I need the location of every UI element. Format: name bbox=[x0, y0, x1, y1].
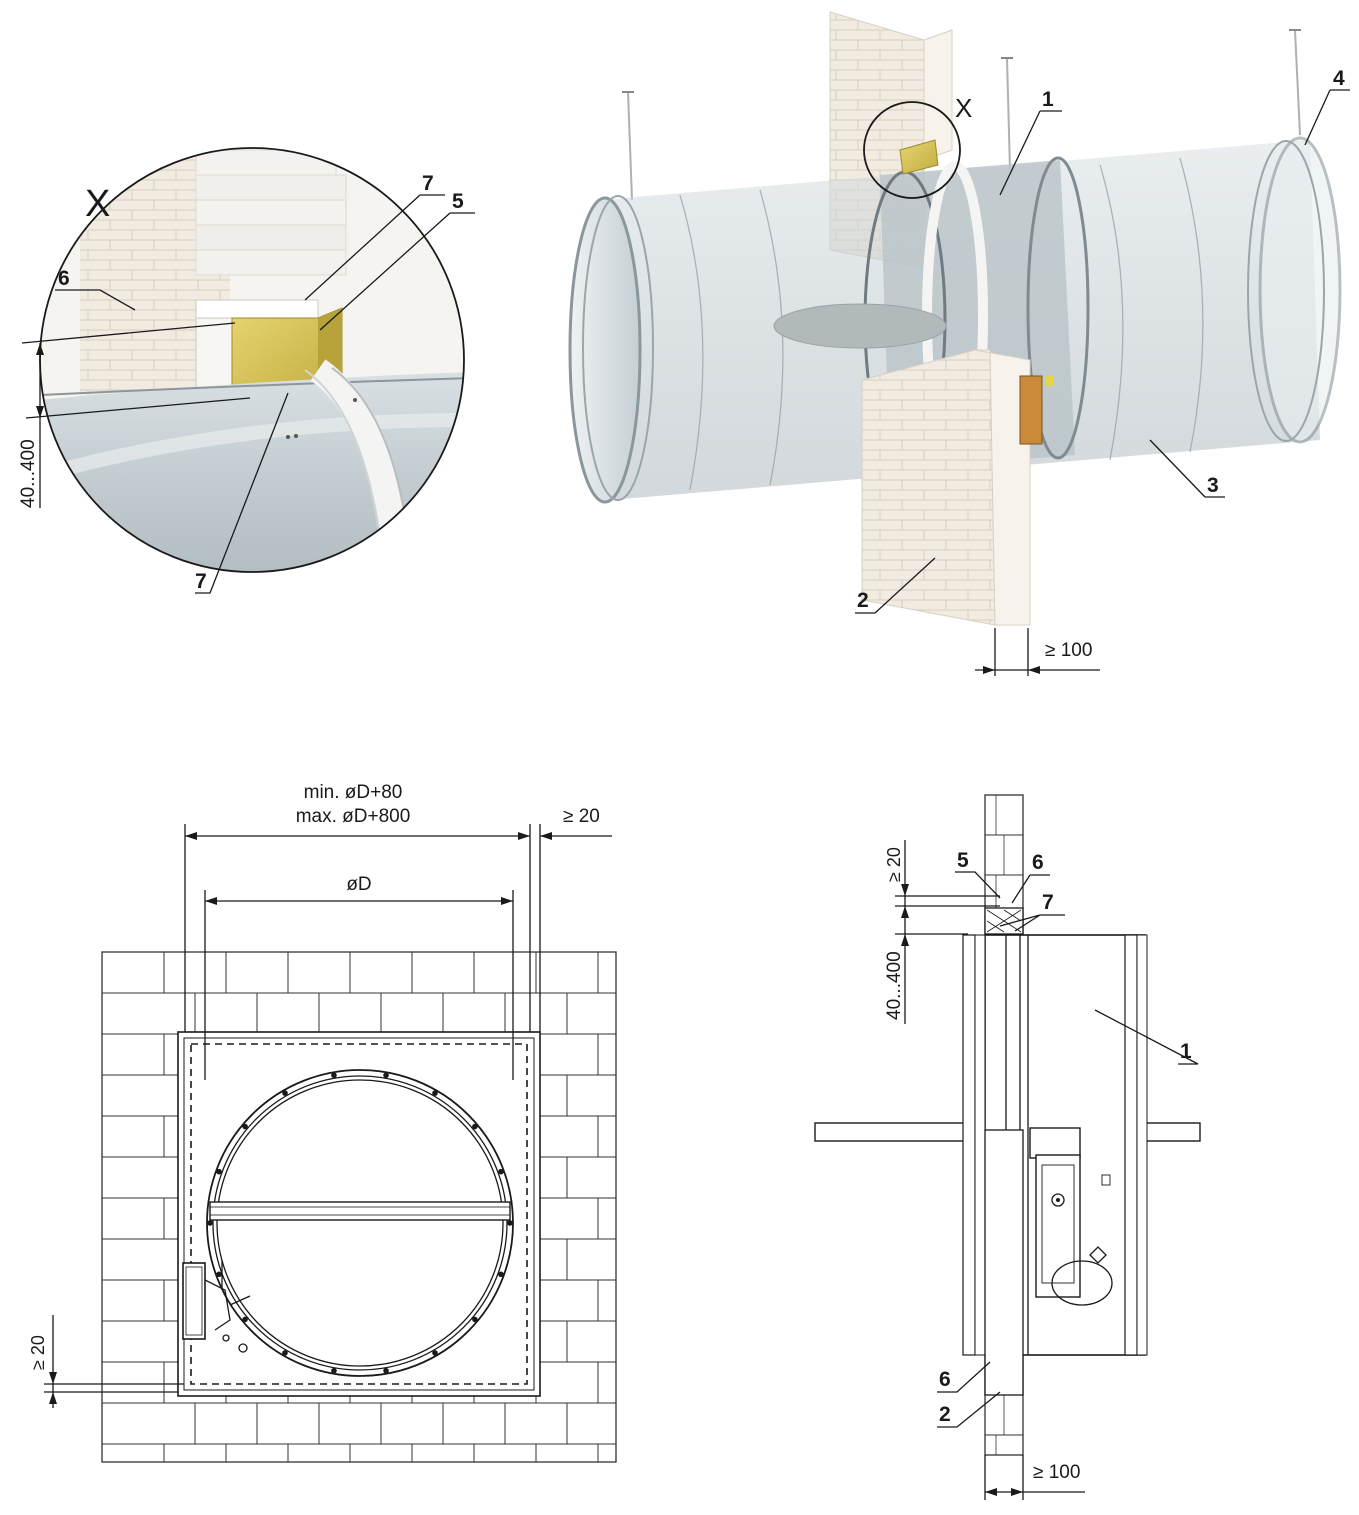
label-2-iso: 2 bbox=[857, 589, 869, 612]
bolt bbox=[432, 1090, 438, 1096]
detail-marker: X bbox=[955, 93, 972, 123]
front-view: min. øD+80 max. øD+800 ≥ 20 øD ≥ 20 bbox=[28, 782, 617, 1463]
bolt bbox=[432, 1350, 438, 1356]
bolt bbox=[383, 1367, 389, 1374]
flange-bolts bbox=[207, 1072, 513, 1374]
bolt bbox=[282, 1350, 288, 1356]
bolt bbox=[472, 1316, 478, 1323]
detail-title: X bbox=[85, 183, 110, 225]
bolt bbox=[331, 1072, 337, 1079]
bolt bbox=[216, 1271, 222, 1278]
dim-diameter: øD bbox=[346, 874, 371, 895]
label-4: 4 bbox=[1333, 67, 1345, 90]
side-label-6-top: 6 bbox=[1032, 851, 1044, 874]
label-7-bottom: 7 bbox=[195, 570, 207, 593]
bolt bbox=[498, 1168, 504, 1175]
isometric-view: X 1 4 3 2 ≥ 100 bbox=[568, 11, 1350, 676]
side-label-5: 5 bbox=[957, 849, 969, 872]
side-label-2: 2 bbox=[939, 1403, 951, 1426]
bolt bbox=[242, 1123, 248, 1130]
bolt bbox=[498, 1271, 504, 1278]
label-3: 3 bbox=[1207, 474, 1219, 497]
label-5: 5 bbox=[452, 190, 464, 213]
bolt bbox=[282, 1090, 288, 1096]
side-dim-top-gap: ≥ 20 bbox=[884, 847, 904, 882]
side-label-7: 7 bbox=[1042, 891, 1054, 914]
dim-min: min. øD+80 bbox=[304, 782, 403, 803]
bolt bbox=[507, 1220, 513, 1226]
detail-x-view: X 6 7 5 7 40...400 bbox=[18, 147, 475, 594]
bolt bbox=[216, 1168, 222, 1175]
side-dim-opening: 40...400 bbox=[884, 951, 905, 1020]
bolt bbox=[383, 1072, 389, 1079]
side-label-1: 1 bbox=[1180, 1040, 1192, 1063]
side-view: ≥ 20 40...400 5 6 7 1 6 2 ≥ 100 bbox=[814, 794, 1201, 1500]
bolt bbox=[207, 1220, 213, 1226]
label-6: 6 bbox=[58, 267, 70, 290]
bolt bbox=[242, 1316, 248, 1323]
dim-max: max. øD+800 bbox=[296, 806, 411, 827]
side-dimension-wall: ≥ 100 bbox=[1033, 1462, 1080, 1483]
label-1-iso: 1 bbox=[1042, 88, 1054, 111]
dim-gap-bottom: ≥ 20 bbox=[28, 1335, 48, 1370]
detail-dimension: 40...400 bbox=[18, 439, 39, 508]
iso-dimension: ≥ 100 bbox=[1045, 640, 1092, 661]
label-7-top: 7 bbox=[422, 172, 434, 195]
bolt bbox=[331, 1367, 337, 1374]
bolt bbox=[472, 1123, 478, 1130]
dim-gap-right: ≥ 20 bbox=[563, 806, 600, 827]
side-label-6-bottom: 6 bbox=[939, 1368, 951, 1391]
